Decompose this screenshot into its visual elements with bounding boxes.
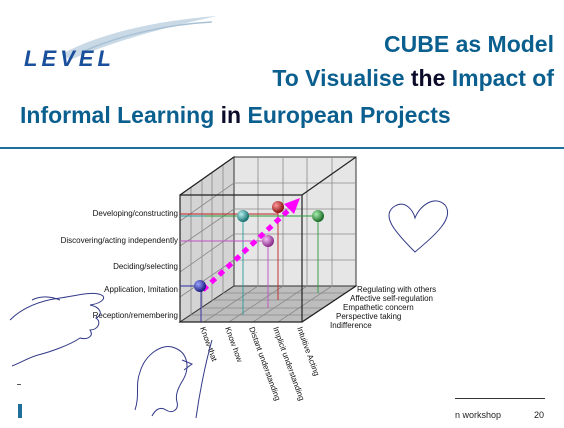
y-label-reception: Reception/remembering bbox=[93, 311, 178, 320]
footer-rule bbox=[455, 398, 545, 399]
logo-text: LEVEL bbox=[24, 46, 115, 71]
z-label-affective: Affective self-regulation bbox=[350, 294, 433, 303]
footer-text: n workshop bbox=[455, 410, 502, 420]
z-label-perspective: Perspective taking bbox=[336, 312, 401, 321]
title-divider bbox=[0, 147, 564, 149]
hand-doodle bbox=[9, 292, 105, 367]
z-label-indifference: Indifference bbox=[330, 321, 372, 330]
head-doodle bbox=[134, 346, 188, 417]
trend-arrow-head bbox=[284, 198, 300, 214]
cube-edges bbox=[179, 156, 357, 323]
z-label-empathetic: Empathetic concern bbox=[343, 303, 414, 312]
x-label-know-that: Know-that bbox=[198, 326, 219, 364]
z-label-regulating: Regulating with others bbox=[357, 285, 436, 294]
y-label-deciding: Deciding/selecting bbox=[113, 262, 178, 271]
trend-arrow bbox=[201, 205, 294, 292]
title-line-3: Informal Learning in European Projects bbox=[20, 102, 451, 128]
heart-doodle bbox=[388, 200, 449, 253]
sphere-blue bbox=[194, 280, 206, 292]
x-label-intuitive: Intuitive Acting bbox=[295, 326, 321, 378]
y-label-application: Application, Imitation bbox=[104, 285, 178, 294]
level-logo: LEVEL bbox=[24, 16, 217, 71]
sphere-teal bbox=[237, 210, 249, 222]
cube-back-face bbox=[233, 156, 357, 287]
y-label-developing: Developing/constructing bbox=[93, 209, 178, 218]
sphere-red bbox=[272, 201, 284, 213]
footer-accent-bar bbox=[18, 404, 22, 418]
x-label-know-how: Know how bbox=[223, 326, 244, 364]
title-line-2: To Visualise the Impact of bbox=[272, 65, 554, 91]
sphere-magenta bbox=[262, 235, 274, 247]
footer-dash bbox=[17, 384, 21, 385]
page-number: 20 bbox=[534, 410, 545, 420]
sphere-green bbox=[312, 210, 324, 222]
title-line-1: CUBE as Model bbox=[384, 31, 554, 57]
logo-swoosh bbox=[62, 16, 217, 60]
y-label-discovering: Discovering/acting independently bbox=[61, 236, 178, 245]
